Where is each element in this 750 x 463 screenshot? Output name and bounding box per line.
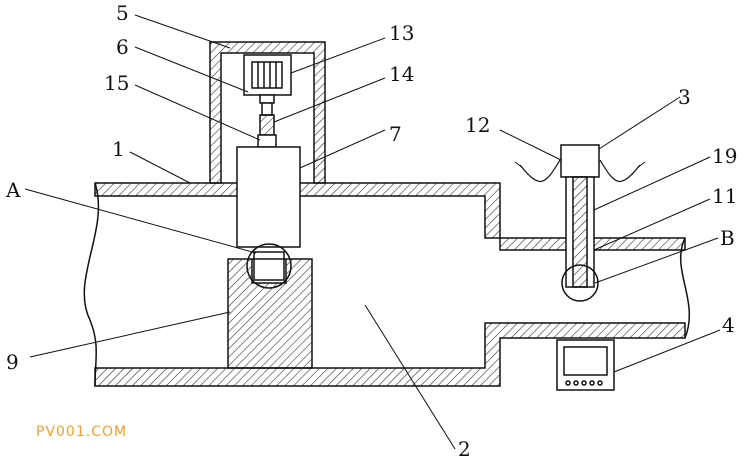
callout-B: B [720,226,735,250]
pipe-body [83,182,691,387]
callout-7: 7 [389,122,402,146]
callout-1: 1 [112,137,125,161]
motor-housing [209,41,326,184]
callout-A: A [5,178,21,202]
callout-4: 4 [722,313,735,337]
callout-14: 14 [389,62,414,86]
callout-5: 5 [116,1,129,25]
plunger-body [236,146,301,248]
watermark-text: PV001.COM [36,424,128,440]
callout-9: 9 [6,350,19,374]
valve-head [246,243,292,289]
motor [243,54,292,104]
callout-6: 6 [116,35,129,59]
callout-13: 13 [389,21,414,45]
shaft-coupling [257,102,277,148]
callout-11: 11 [712,184,737,208]
callout-19: 19 [712,144,737,168]
callout-12: 12 [465,113,490,137]
sensor-probe [514,144,646,302]
callout-3: 3 [678,85,691,109]
callout-15: 15 [104,71,129,95]
callout-2: 2 [458,437,471,461]
seat-block [227,258,313,369]
controller-display [556,339,615,391]
leader-lines [24,14,721,450]
